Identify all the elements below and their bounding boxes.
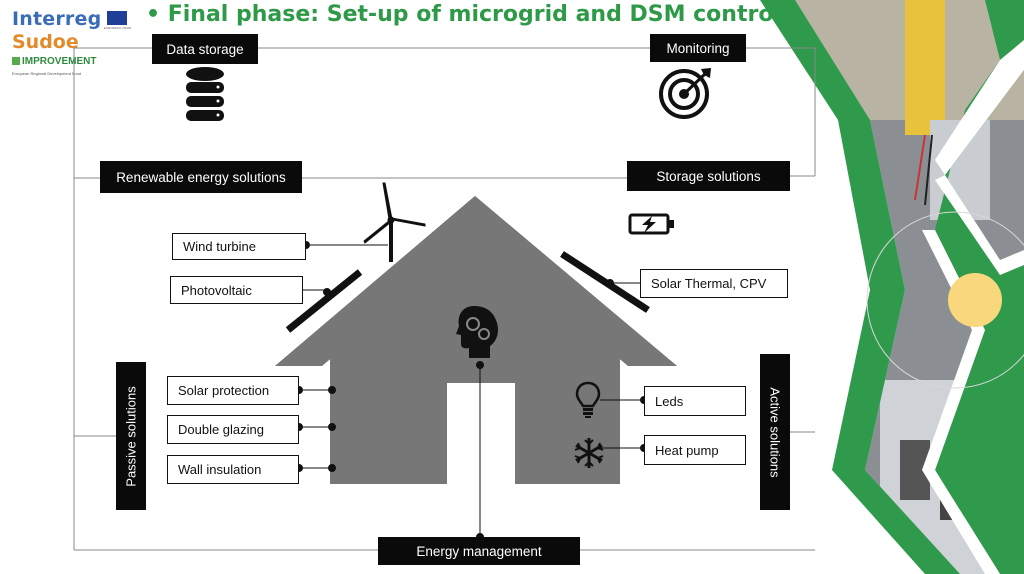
solar-thermal-panel bbox=[560, 251, 650, 313]
double-glazing-label: Double glazing bbox=[167, 415, 299, 444]
heat-pump-label: Heat pump bbox=[644, 435, 746, 465]
passive-solutions-text: Passive solutions bbox=[123, 385, 139, 487]
wind-turbine-label: Wind turbine bbox=[172, 233, 306, 260]
photovoltaic-panel bbox=[285, 269, 363, 333]
passive-solutions-label: Passive solutions bbox=[116, 362, 146, 510]
battery-charging-icon bbox=[628, 213, 674, 235]
renewable-energy-label: Renewable energy solutions bbox=[100, 161, 302, 193]
wall-insulation-label: Wall insulation bbox=[167, 455, 299, 484]
wind-turbine-icon bbox=[363, 182, 426, 262]
target-icon bbox=[659, 68, 711, 119]
active-solutions-label: Active solutions bbox=[760, 354, 790, 510]
house-roof-front bbox=[275, 196, 677, 366]
data-storage-label: Data storage bbox=[152, 34, 258, 64]
monitoring-label: Monitoring bbox=[650, 34, 746, 62]
energy-management-label: Energy management bbox=[378, 537, 580, 565]
fund-caption: European Regional Development Fund bbox=[12, 71, 82, 76]
light-bulb-icon bbox=[575, 381, 601, 418]
improvement-logo: IMPROVEMENT bbox=[12, 56, 96, 67]
page-title: • Final phase: Set-up of microgrid and D… bbox=[146, 2, 781, 27]
storage-solutions-label: Storage solutions bbox=[627, 161, 790, 191]
interreg-logo: Interreg bbox=[12, 8, 102, 30]
improvement-mark-icon bbox=[12, 57, 20, 65]
improvement-logo-text: IMPROVEMENT bbox=[22, 56, 97, 67]
eu-flag-icon bbox=[107, 11, 127, 25]
eu-caption: EUROPEAN UNION bbox=[104, 26, 132, 30]
house-door bbox=[447, 383, 515, 484]
photovoltaic-label: Photovoltaic bbox=[170, 276, 303, 304]
snowflake-icon bbox=[574, 438, 604, 468]
solar-protection-label: Solar protection bbox=[167, 376, 299, 405]
solar-thermal-label: Solar Thermal, CPV bbox=[640, 269, 788, 298]
leds-label: Leds bbox=[644, 386, 746, 416]
brain-gears-icon bbox=[456, 306, 498, 358]
sudoe-logo: Sudoe bbox=[12, 31, 79, 53]
database-icon bbox=[186, 67, 224, 121]
active-solutions-text: Active solutions bbox=[767, 386, 783, 478]
